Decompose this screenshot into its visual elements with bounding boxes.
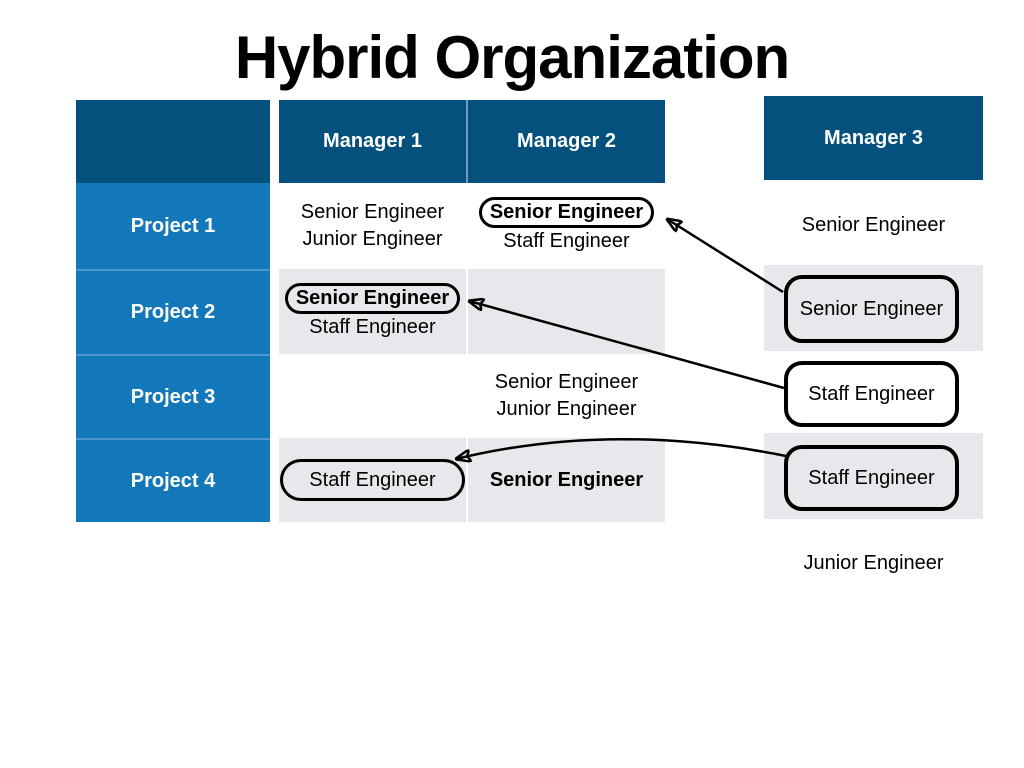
column-separator: [466, 438, 468, 522]
role-text: Senior Engineer: [300, 201, 445, 223]
manager3-boxed-senior-engineer: Senior Engineer: [784, 275, 959, 343]
column-separator: [466, 269, 468, 354]
column-gap: [270, 100, 279, 183]
column-gap: [270, 438, 279, 522]
role-text: Staff Engineer: [309, 315, 436, 338]
page-title: Hybrid Organization: [234, 24, 790, 91]
highlighted-role-outline: Senior Engineer: [478, 197, 655, 228]
role-text-bold: Senior Engineer: [489, 468, 644, 491]
column-separator: [466, 100, 468, 183]
column-separator: [466, 183, 468, 269]
cell-project4-manager2: Senior Engineer: [468, 438, 665, 522]
table-header-row: Manager 1 Manager 2: [76, 100, 665, 183]
column-gap: [270, 183, 279, 269]
column-separator: [466, 354, 468, 438]
table-corner-cell: [76, 100, 270, 183]
project-label-cell: Project 3: [76, 354, 270, 438]
role-text: Senior Engineer: [494, 371, 639, 393]
project-label-cell: Project 4: [76, 438, 270, 522]
manager3-boxed-staff-engineer: Staff Engineer: [784, 361, 959, 427]
column-header-manager1: Manager 1: [279, 100, 466, 183]
table-row-project-4: Project 4 Staff Engineer Senior Engineer: [76, 438, 665, 522]
cell-project1-manager2: Senior Engineer Staff Engineer: [468, 183, 665, 269]
column-gap: [270, 269, 279, 354]
highlighted-role-outline: Senior Engineer: [284, 282, 461, 314]
table-row-project-3: Project 3 Senior Engineer Junior Enginee…: [76, 354, 665, 438]
project-label-cell: Project 1: [76, 183, 270, 269]
cell-project4-manager1: Staff Engineer: [279, 438, 466, 522]
cell-project2-manager2-empty: [468, 269, 665, 354]
cell-project3-manager1-empty: [279, 354, 466, 438]
manager3-item-senior-engineer: Senior Engineer: [801, 214, 946, 236]
manager3-item-junior-engineer: Junior Engineer: [803, 552, 944, 574]
cell-project1-manager1: Senior Engineer Junior Engineer: [279, 183, 466, 269]
column-header-manager3: Manager 3: [764, 96, 983, 180]
manager3-boxed-staff-engineer-2: Staff Engineer: [784, 445, 959, 511]
column-gap: [270, 354, 279, 438]
cell-project3-manager2: Senior Engineer Junior Engineer: [468, 354, 665, 438]
project-label-cell: Project 2: [76, 269, 270, 354]
role-text: Junior Engineer: [496, 398, 637, 420]
highlighted-role-outline: Staff Engineer: [280, 459, 465, 501]
manager3-column: Manager 3 Senior Engineer Senior Enginee…: [764, 96, 983, 596]
role-text: Junior Engineer: [302, 228, 443, 250]
table-row-project-1: Project 1 Senior Engineer Junior Enginee…: [76, 183, 665, 269]
table-row-project-2: Project 2 Senior Engineer Staff Engineer: [76, 269, 665, 354]
role-text: Staff Engineer: [503, 230, 630, 252]
column-header-manager2: Manager 2: [468, 100, 665, 183]
cell-project2-manager1: Senior Engineer Staff Engineer: [279, 269, 466, 354]
